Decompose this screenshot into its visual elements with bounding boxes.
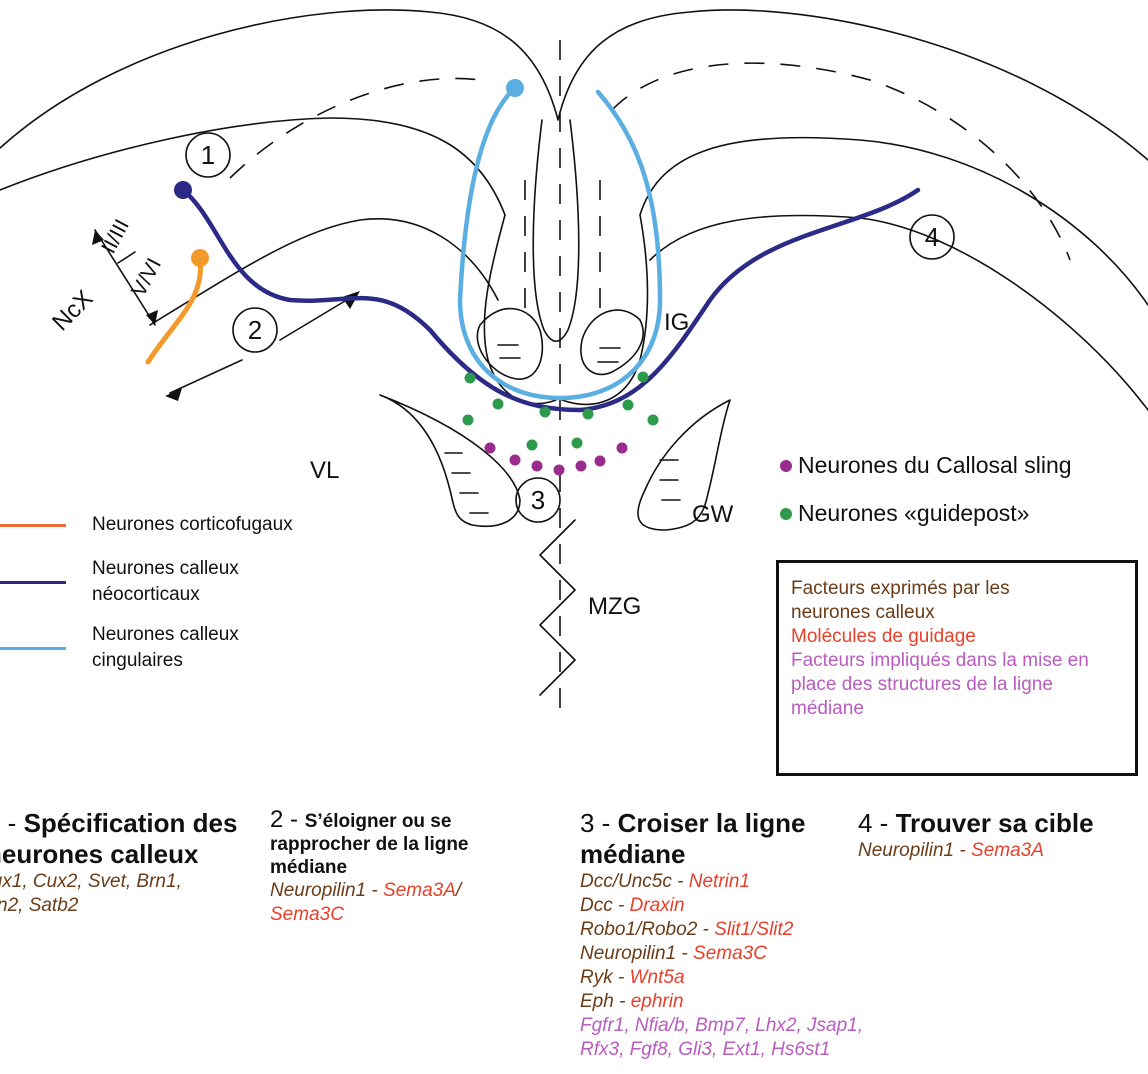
gw-label: GW xyxy=(692,501,734,528)
step-4-number: 4 xyxy=(925,222,939,252)
step-3-pair-row: Neuropilin1 - Sema3C xyxy=(580,942,920,966)
interhemispheric-fissure xyxy=(533,120,579,341)
factor-key-brown: Facteurs exprimés par les neurones calle… xyxy=(791,577,1061,625)
step-1-number: 1 xyxy=(201,140,215,170)
legend-swatch-corticofugal xyxy=(0,524,66,527)
mzg-zigzag xyxy=(540,520,575,695)
guidepost-dot-icon xyxy=(780,508,792,520)
neocortical-soma xyxy=(174,181,192,199)
sling-dots xyxy=(485,443,628,476)
legend-corticofugal: Neurones corticofugaux xyxy=(0,512,312,538)
step-3-pair-row: Robo1/Robo2 - Slit1/Slit2 xyxy=(580,918,920,942)
legend-swatch-neocortical xyxy=(0,581,66,584)
layer-upper-label: II/III xyxy=(97,216,134,258)
ig-label: IG xyxy=(664,309,689,336)
left-layer-boundary xyxy=(230,78,480,178)
cingulate-axon xyxy=(460,88,660,398)
step-1-factors-line2: Brn2, Satb2 xyxy=(0,894,246,918)
indusium-griseum-right xyxy=(581,310,643,374)
legend-label: Neurones calleux néocorticaux xyxy=(92,556,282,608)
vl-label: VL xyxy=(310,457,339,484)
step-1-heading: 1 - Spécification des neurones calleux xyxy=(0,808,246,870)
corticofugal-soma xyxy=(191,249,209,267)
guidepost-dot xyxy=(623,400,634,411)
step-3-number: 3 xyxy=(531,485,545,515)
step-3-pair-row: Eph - ephrin xyxy=(580,990,920,1014)
ncx-label: NcX xyxy=(47,285,98,336)
right-ventricle-outline xyxy=(640,138,1148,305)
cingulate-soma xyxy=(506,79,524,97)
sling-dot-icon xyxy=(780,460,792,472)
mzg-label: MZG xyxy=(588,593,641,620)
guidepost-dot xyxy=(583,409,594,420)
right-lower-outline xyxy=(650,215,1148,410)
guidepost-dot xyxy=(572,438,583,449)
step-4-factors: Neuropilin1 - Sema3A xyxy=(858,839,1138,863)
step-4-block: 4 - Trouver sa cible Neuropilin1 - Sema3… xyxy=(858,808,1138,863)
legend-cingulate: Neurones calleux cingulaires xyxy=(0,622,282,674)
neocortical-axon xyxy=(183,190,918,410)
step-1-factors-line1: Cux1, Cux2, Svet, Brn1, xyxy=(0,870,246,894)
step-3-midline-line2: Rfx3, Fgf8, Gli3, Ext1, Hs6st1 xyxy=(580,1038,920,1062)
dot-legend-guidepost: Neurones «guidepost» xyxy=(780,500,1029,527)
dot-legend-guidepost-label: Neurones «guidepost» xyxy=(798,500,1029,527)
sling-dot xyxy=(576,461,587,472)
guidepost-dot xyxy=(465,373,476,384)
legend-label: Neurones corticofugaux xyxy=(92,512,312,538)
sling-dot xyxy=(617,443,628,454)
sling-dot xyxy=(595,456,606,467)
step-3-pair-row: Ryk - Wnt5a xyxy=(580,966,920,990)
sling-dot xyxy=(554,465,565,476)
factor-color-key: Facteurs exprimés par les neurones calle… xyxy=(776,560,1138,776)
factor-key-red: Molécules de guidage xyxy=(791,625,1125,649)
factor-key-purple: Facteurs impliqués dans la mise en place… xyxy=(791,649,1125,721)
guidepost-dot xyxy=(638,372,649,383)
step-4-heading: 4 - Trouver sa cible xyxy=(858,808,1138,839)
guidepost-dot xyxy=(648,415,659,426)
left-ventricle-outline xyxy=(0,118,505,215)
step-2-block: 2 - S’éloigner ou se rapprocher de la li… xyxy=(270,808,550,927)
guidepost-dot xyxy=(540,407,551,418)
guidepost-dot xyxy=(463,415,474,426)
guidepost-dot xyxy=(493,399,504,410)
guidepost-dot xyxy=(527,440,538,451)
arrow-away-midline xyxy=(170,360,242,393)
left-ventricle-wall xyxy=(380,395,520,526)
legend-neocortical: Neurones calleux néocorticaux xyxy=(0,556,282,608)
step-2-number: 2 xyxy=(248,315,262,345)
step-2-heading: 2 - S’éloigner ou se rapprocher de la li… xyxy=(270,808,550,879)
sling-dot xyxy=(485,443,496,454)
step-3-midline-line1: Fgfr1, Nfia/b, Bmp7, Lhx2, Jsap1, xyxy=(580,1014,920,1038)
step-3-pair-row: Dcc/Unc5c - Netrin1 xyxy=(580,870,920,894)
medial-right-outline xyxy=(562,215,648,404)
sling-dot xyxy=(510,455,521,466)
step-1-block: 1 - Spécification des neurones calleux C… xyxy=(0,808,246,918)
legend-label: Neurones calleux cingulaires xyxy=(92,622,282,674)
sling-dot xyxy=(532,461,543,472)
layer-lower-label: V/VI xyxy=(127,255,166,301)
legend-swatch-cingulate xyxy=(0,647,66,650)
dot-legend-sling-label: Neurones du Callosal sling xyxy=(798,452,1072,479)
step-3-pair-row: Dcc - Draxin xyxy=(580,894,920,918)
dot-legend-sling: Neurones du Callosal sling xyxy=(780,452,1072,479)
step-2-factors: Neuropilin1 - Sema3A/ Sema3C xyxy=(270,879,550,927)
